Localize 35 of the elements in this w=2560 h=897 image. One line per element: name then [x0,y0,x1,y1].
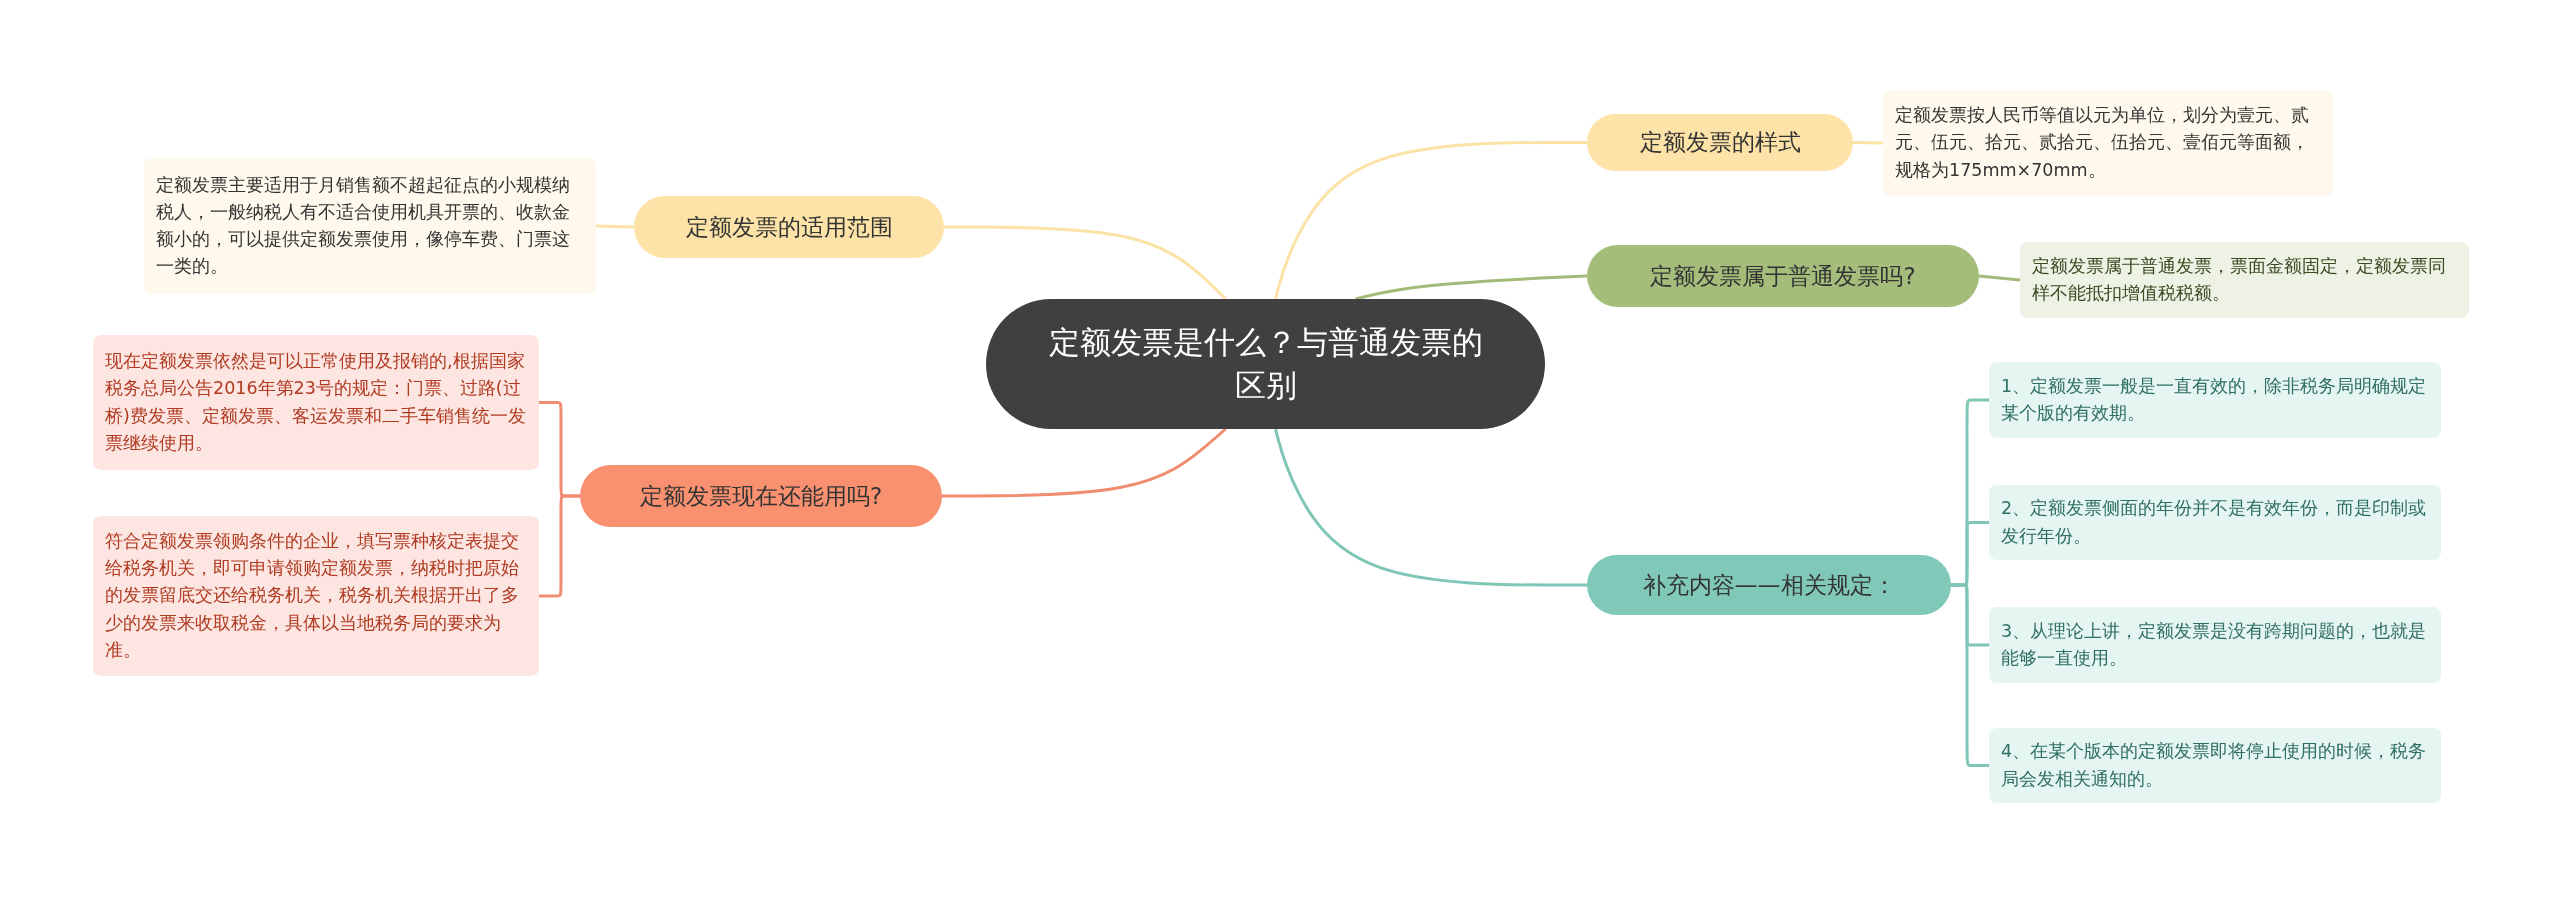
note-text: 2、定额发票侧面的年份并不是有效年份，而是印制或发行年份。 [2001,497,2428,548]
connector-line [1978,274,2021,282]
note-text: 3、从理论上讲，定额发票是没有跨期问题的，也就是能够一直使用。 [2001,619,2428,670]
note-card [1989,728,2441,803]
note-text: 4、在某个版本的定额发票即将停止使用的时候，税务局会发相关通知的。 [2001,740,2428,791]
topic-text: 定额发票的适用范围 [685,212,893,242]
connector-line [1274,141,1587,300]
note-card [2020,242,2469,318]
note-card [93,335,539,470]
connector-line [944,225,1227,301]
connector-line [1274,428,1587,587]
note-text: 现在定额发票依然是可以正常使用及报销的,根据国家税务总局公告2016年第23号的规定：门票、过路(过桥)费发票、定额发票、客运发票和二手车销售统一发票继续使用。 [105,350,527,455]
topic-text: 补充内容——相关规定： [1642,570,1896,600]
note-text: 定额发票按人民币等值以元为单位，划分为壹元、贰元、伍元、拾元、贰拾元、伍拾元、壹佰元等面额，规格为175mm×70mm。 [1895,104,2310,182]
note-card [1989,607,2441,683]
topic-text: 定额发票是什么？与普通发票的区别 [1047,322,1484,405]
note-card [93,516,539,676]
note-card [1989,362,2441,438]
connector-line [1951,583,1989,767]
note-text: 符合定额发票领购条件的企业，填写票种核定表提交给税务机关，即可申请领购定额发票，纳税时把原始的发票留底交还给税务机关，税务机关根据开出了多少的发票来收取税金，具体以当地税务局的要求为准。 [105,530,520,662]
note-card [1883,90,2333,196]
note-text: 1、定额发票一般是一直有效的，除非税务局明确规定某个版的有效期。 [2001,374,2428,425]
note-text: 定额发票属于普通发票，票面金额固定，定额发票同样不能抵扣增值税税额。 [2032,254,2447,305]
note-text: 定额发票主要适用于月销售额不超起征点的小规模纳税人，一般纳税人有不适合使用机具开票的、收款金额小的，可以提供定额发票使用，像停车费、门票这一类的。 [156,173,571,279]
note-card [144,158,596,294]
note-card [1989,485,2441,560]
connector-line [942,427,1227,498]
connector-line [1852,141,1884,145]
topic-text: 定额发票现在还能用吗? [639,481,883,511]
topic-text: 定额发票的样式 [1639,128,1801,157]
connector-line [1355,274,1588,301]
connector-line [539,494,580,598]
topic-text: 定额发票属于普通发票吗? [1650,261,1916,291]
connector-line [595,224,635,229]
topic-pill [1587,555,1951,615]
